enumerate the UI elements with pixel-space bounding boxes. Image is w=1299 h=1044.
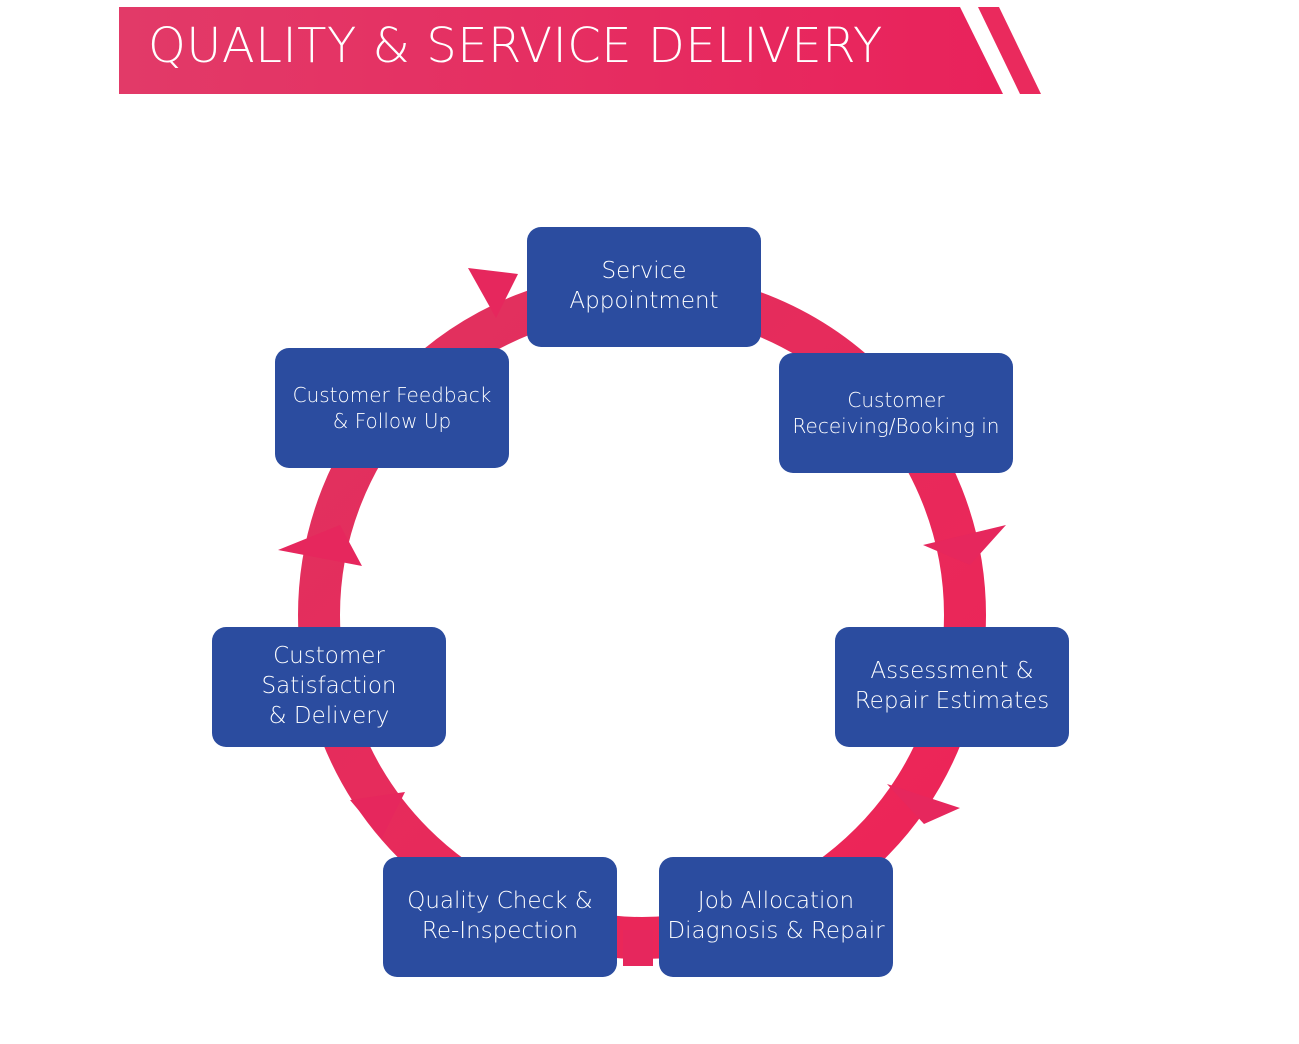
step-label: Job Allocation Diagnosis & Repair	[667, 888, 885, 944]
step-label: Customer Receiving/Booking in	[792, 388, 1000, 438]
arrowhead-to-customer-satisfaction	[350, 792, 405, 838]
banner-stripe	[978, 7, 1041, 94]
banner-fill	[119, 7, 1003, 94]
step-label: Assessment & Repair Estimates	[854, 658, 1050, 714]
page-title: QUALITY & SERVICE DELIVERY	[148, 18, 883, 74]
arrowhead-to-service-appointment	[468, 268, 518, 318]
step-quality-check: Quality Check & Re-Inspection	[383, 857, 617, 977]
step-job-allocation: Job Allocation Diagnosis & Repair	[659, 857, 893, 977]
connector-job-to-quality	[623, 930, 653, 966]
arrowhead-to-assessment	[923, 525, 1006, 565]
step-customer-feedback: Customer Feedback & Follow Up	[275, 348, 509, 468]
step-service-appointment: Service Appointment	[527, 227, 761, 347]
step-label: Service Appointment	[569, 258, 719, 314]
step-customer-receiving: Customer Receiving/Booking in	[779, 353, 1013, 473]
step-label: Quality Check & Re-Inspection	[407, 888, 593, 944]
step-customer-satisfaction: Customer Satisfaction & Delivery	[212, 627, 446, 747]
step-label: Customer Feedback & Follow Up	[292, 383, 492, 433]
title-banner: QUALITY & SERVICE DELIVERY	[0, 0, 1299, 120]
arrowhead-to-job-allocation	[887, 784, 960, 824]
step-label: Customer Satisfaction & Delivery	[261, 643, 397, 729]
banner-shape	[119, 7, 1041, 94]
step-assessment-repair-estimates: Assessment & Repair Estimates	[835, 627, 1069, 747]
arrowhead-to-customer-feedback	[278, 525, 362, 566]
